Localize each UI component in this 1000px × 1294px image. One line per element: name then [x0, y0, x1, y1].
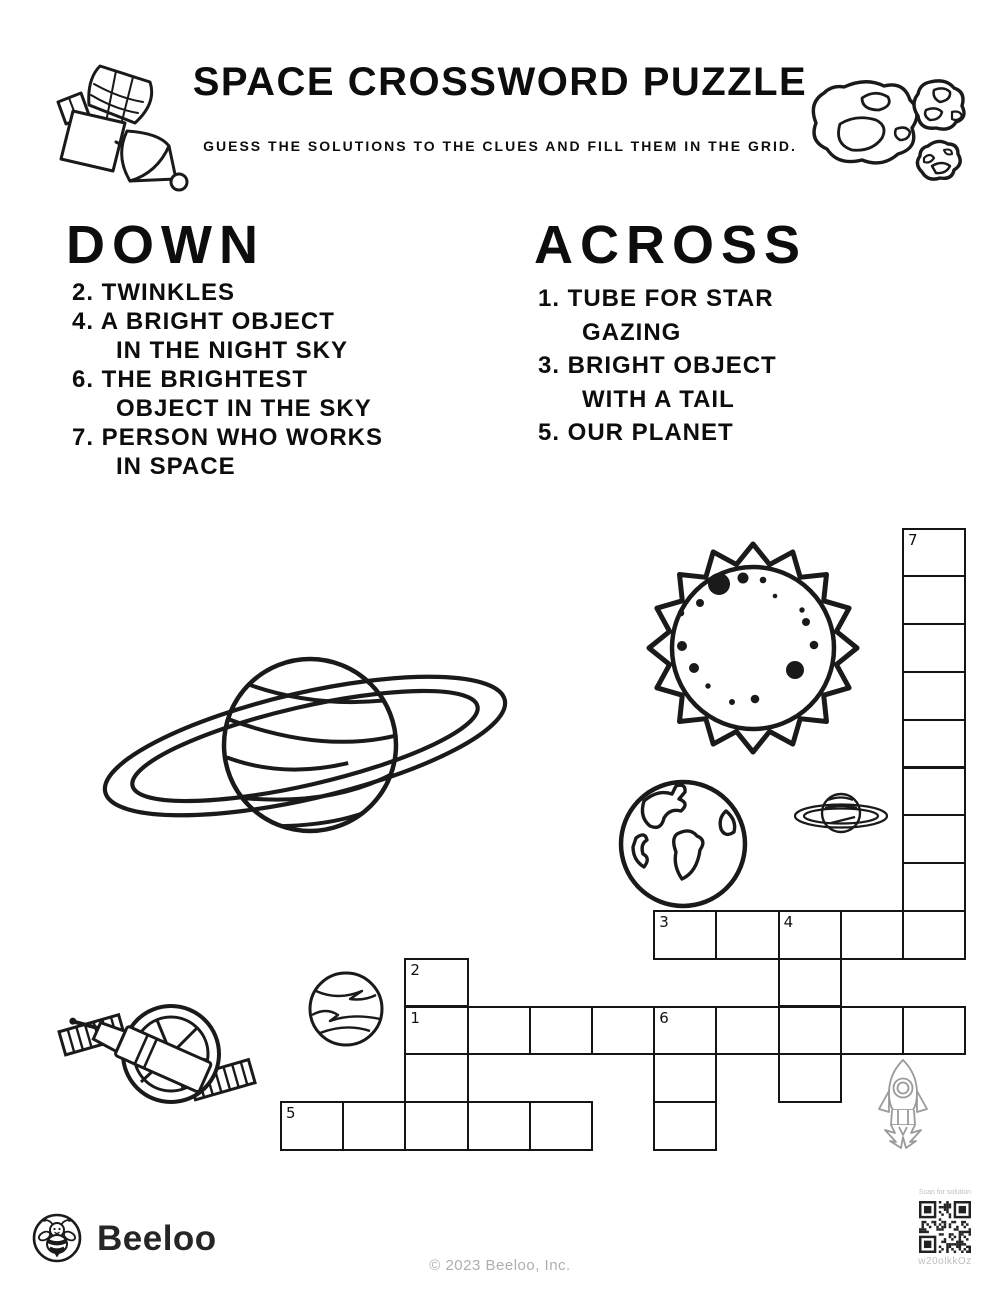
sun-icon — [646, 541, 860, 755]
grid-cell[interactable] — [902, 766, 967, 817]
bee-logo-icon — [32, 1213, 82, 1263]
grid-cell[interactable] — [902, 670, 967, 721]
cell-number: 2 — [410, 960, 420, 979]
qr-label: Scan for solution — [918, 1189, 972, 1196]
grid-cell[interactable] — [902, 909, 967, 960]
cell-number: 1 — [410, 1008, 420, 1027]
grid-cell[interactable]: 7 — [902, 527, 967, 578]
grid-cell[interactable]: 4 — [777, 909, 842, 960]
rocket-icon — [878, 1059, 928, 1149]
page-title: SPACE CROSSWORD PUZZLE — [192, 60, 808, 104]
grid-cell[interactable] — [902, 814, 967, 865]
clue-line: 5. OUR PLANET — [538, 419, 734, 446]
grid-cell[interactable] — [902, 623, 967, 673]
cell-number: 7 — [908, 530, 918, 549]
clue-line: IN THE NIGHT SKY — [116, 337, 349, 364]
clue-line: 3. BRIGHT OBJECT — [538, 352, 777, 379]
grid-cell[interactable] — [777, 1005, 842, 1056]
clue-line: 7. PERSON WHO WORKS — [72, 424, 384, 451]
saturn-icon — [102, 656, 508, 834]
clue-line: 4. A BRIGHT OBJECT — [72, 308, 335, 335]
grid-cell[interactable] — [839, 909, 904, 960]
ringed-planet-icon — [793, 792, 889, 834]
grid-cell[interactable] — [466, 1005, 531, 1056]
grid-cell[interactable] — [591, 1005, 656, 1056]
page-subtitle: GUESS THE SOLUTIONS TO THE CLUES AND FIL… — [203, 138, 797, 154]
grid-cell[interactable]: 1 — [404, 1005, 469, 1056]
grid-cell[interactable] — [342, 1101, 407, 1151]
across-heading: ACROSS — [534, 215, 808, 275]
copyright-text: © 2023 Beeloo, Inc. — [429, 1257, 571, 1274]
brand-name: Beeloo — [97, 1219, 217, 1258]
grid-cell[interactable] — [715, 909, 780, 960]
earth-icon — [618, 779, 748, 909]
space-station-icon — [57, 1004, 257, 1104]
grid-cell[interactable] — [715, 1005, 780, 1056]
grid-cell[interactable]: 3 — [653, 909, 718, 960]
grid-cell[interactable]: 6 — [653, 1005, 718, 1056]
grid-cell[interactable]: 2 — [404, 957, 469, 1008]
cell-number: 3 — [659, 912, 669, 931]
grid-cell[interactable] — [839, 1005, 904, 1056]
across-clues: 1. TUBE FOR STAR GAZING 3. BRIGHT OBJECT WI… — [538, 282, 958, 450]
grid-cell[interactable] — [777, 957, 842, 1008]
grid-cell[interactable] — [902, 1005, 967, 1056]
qr-code-svg — [919, 1201, 971, 1253]
grid-cell[interactable] — [653, 1053, 718, 1104]
cell-number: 4 — [783, 912, 794, 931]
down-heading: DOWN — [66, 215, 265, 275]
grid-cell[interactable] — [528, 1101, 593, 1151]
qr-code-id: w20olkkOz — [918, 1256, 972, 1267]
striped-planet-icon — [308, 971, 384, 1047]
clue-line: 1. TUBE FOR STAR — [538, 285, 774, 312]
grid-cell[interactable] — [653, 1101, 718, 1151]
clue-line: OBJECT IN THE SKY — [116, 395, 372, 422]
clue-line: WITH A TAIL — [582, 385, 735, 413]
grid-cell[interactable] — [466, 1101, 531, 1151]
asteroids-icon — [811, 79, 966, 181]
cell-number: 6 — [659, 1008, 669, 1027]
clue-line: IN SPACE — [116, 453, 236, 480]
grid-cell[interactable] — [902, 862, 967, 912]
clue-line: 6. THE BRIGHTEST — [72, 366, 309, 393]
grid-cell[interactable]: 5 — [280, 1101, 345, 1151]
clue-line: 2. TWINKLES — [72, 279, 236, 306]
grid-cell[interactable] — [404, 1053, 469, 1104]
cell-number: 5 — [286, 1104, 296, 1123]
grid-cell[interactable] — [902, 718, 967, 769]
grid-cell[interactable] — [902, 575, 967, 626]
satellite-icon — [56, 64, 189, 192]
grid-cell[interactable] — [404, 1101, 469, 1151]
grid-cell[interactable] — [777, 1053, 842, 1104]
clue-line: GAZING — [582, 318, 682, 346]
grid-cell[interactable] — [528, 1005, 593, 1056]
